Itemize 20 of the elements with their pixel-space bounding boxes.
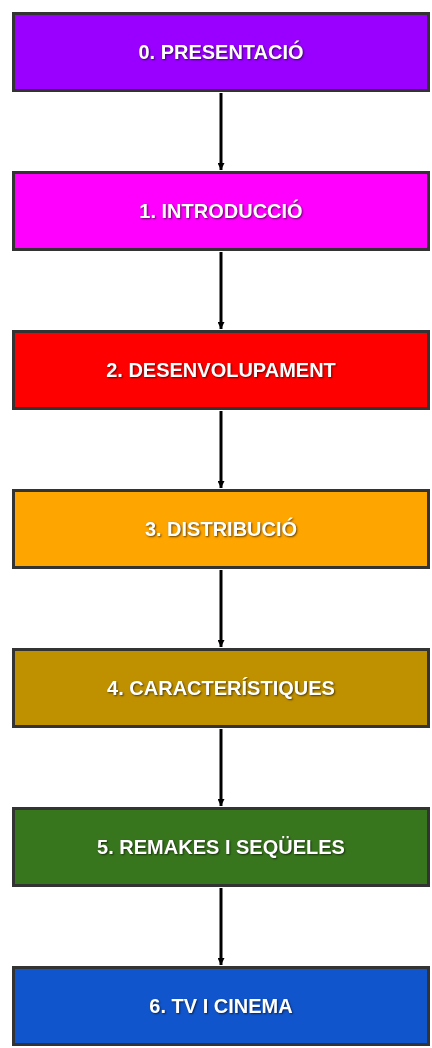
arrow bbox=[217, 888, 225, 965]
process-box bbox=[12, 330, 430, 410]
box-label: 6. TV I CINEMA bbox=[149, 994, 293, 1019]
arrow bbox=[217, 93, 225, 170]
process-box bbox=[12, 807, 430, 887]
process-box bbox=[12, 171, 430, 251]
arrow bbox=[217, 252, 225, 329]
process-box bbox=[12, 966, 430, 1046]
box-label: 3. DISTRIBUCIÓ bbox=[144, 516, 298, 542]
process-box bbox=[12, 12, 430, 92]
arrow bbox=[217, 729, 225, 806]
box-label: 2. DESENVOLUPAMENT bbox=[106, 358, 336, 383]
box-label: 1. INTRODUCCIÓ bbox=[139, 198, 303, 224]
process-box bbox=[12, 648, 430, 728]
box-label: 0. PRESENTACIÓ bbox=[138, 39, 304, 65]
arrow bbox=[217, 570, 225, 647]
process-box bbox=[12, 489, 430, 569]
arrow bbox=[217, 411, 225, 488]
box-label: 4. CARACTERÍSTIQUES bbox=[107, 676, 335, 701]
box-label: 5. REMAKES I SEQÜELES bbox=[97, 835, 345, 860]
